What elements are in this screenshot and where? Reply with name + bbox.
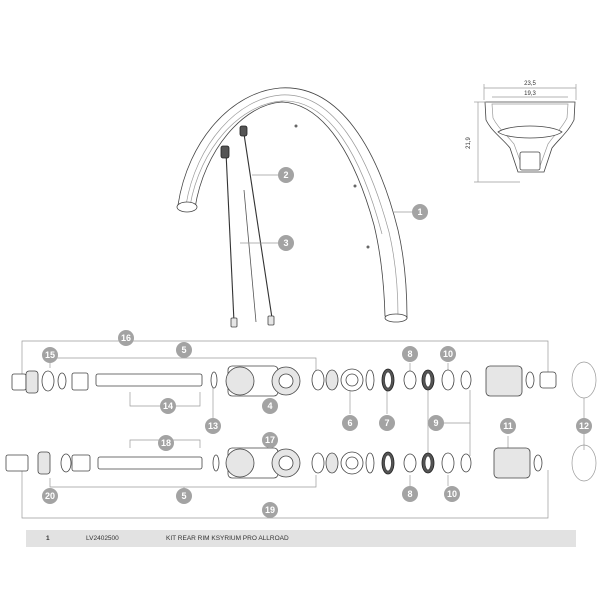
callout-8-lower: 8 [402,486,418,502]
rim-drawing [176,87,408,323]
parts-table-row: 1 LV2402500 KIT REAR RIM KSYRIUM PRO ALL… [26,530,576,547]
svg-text:4: 4 [267,401,272,411]
svg-text:10: 10 [447,489,457,499]
svg-text:1: 1 [417,207,422,217]
svg-text:3: 3 [283,238,288,248]
callout-2: 2 [278,167,294,183]
callout-10-upper: 10 [440,346,456,362]
svg-text:6: 6 [347,418,352,428]
rim-outer-width-label: 23,5 [524,81,536,87]
callout-20: 20 [42,488,58,504]
rim-cross-section: 23,5 19,3 21,9 [466,81,577,183]
svg-text:15: 15 [45,350,55,360]
callout-6: 6 [342,415,358,431]
svg-text:16: 16 [121,333,131,343]
callout-12: 12 [576,418,592,434]
callout-15: 15 [42,347,58,363]
svg-text:20: 20 [45,491,55,501]
svg-text:13: 13 [208,421,218,431]
spokes-drawing [220,125,275,328]
svg-text:17: 17 [265,435,275,445]
part-code: LV2402500 [86,535,119,542]
svg-text:10: 10 [443,349,453,359]
callout-3: 3 [278,235,294,251]
part-ref: 1 [46,535,50,542]
part-description: KIT REAR RIM KSYRIUM PRO ALLROAD [166,535,289,542]
callout-7: 7 [379,415,395,431]
callout-4: 4 [262,398,278,414]
svg-text:7: 7 [384,418,389,428]
svg-text:18: 18 [161,438,171,448]
callout-13: 13 [205,418,221,434]
svg-text:2: 2 [283,170,288,180]
svg-text:8: 8 [407,349,412,359]
svg-text:9: 9 [433,418,438,428]
rim-inner-width-label: 19,3 [524,91,536,97]
callout-11: 11 [500,418,516,434]
callout-9: 9 [428,415,444,431]
svg-text:19: 19 [265,505,275,515]
svg-text:5: 5 [181,345,186,355]
hub-assembly-lower [5,444,597,482]
svg-text:5: 5 [181,491,186,501]
svg-text:11: 11 [503,421,513,431]
callout-10-lower: 10 [444,486,460,502]
callout-19: 19 [262,502,278,518]
callout-5-lower: 5 [176,488,192,504]
svg-text:14: 14 [163,401,173,411]
callout-8-upper: 8 [402,346,418,362]
callout-5-upper: 5 [176,342,192,358]
rim-height-label: 21,9 [466,137,472,149]
callout-1: 1 [412,204,428,220]
svg-text:12: 12 [579,421,589,431]
callout-18: 18 [158,435,174,451]
svg-text:8: 8 [407,489,412,499]
callout-14: 14 [160,398,176,414]
callout-17: 17 [262,432,278,448]
hub-assembly-upper [11,361,597,399]
callout-16: 16 [118,330,134,346]
